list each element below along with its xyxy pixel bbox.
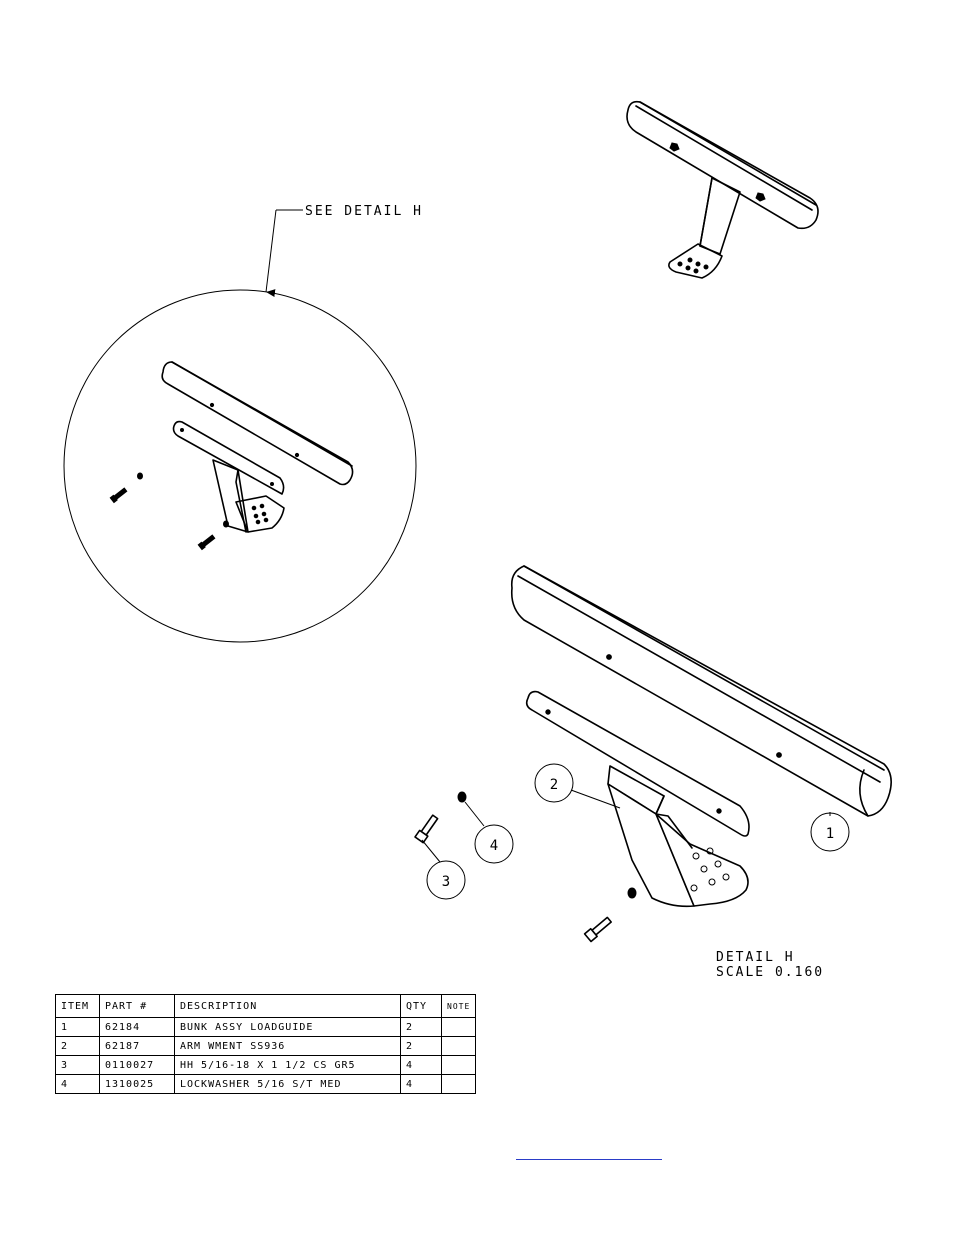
bom-cell-item: 1 bbox=[55, 1017, 100, 1037]
see-detail-callout: SEE DETAIL H bbox=[265, 204, 423, 298]
table-row: 2 62187 ARM WMENT SS936 2 bbox=[55, 1036, 477, 1056]
bom-cell-description: HH 5/16-18 X 1 1/2 CS GR5 bbox=[174, 1055, 401, 1075]
footer-link-underline[interactable] bbox=[516, 1158, 662, 1160]
table-row: 3 0110027 HH 5/16-18 X 1 1/2 CS GR5 4 bbox=[55, 1055, 477, 1075]
table-row: 4 1310025 LOCKWASHER 5/16 S/T MED 4 bbox=[55, 1074, 477, 1094]
bom-cell-item: 4 bbox=[55, 1074, 100, 1094]
balloon-item-3: 3 bbox=[421, 839, 466, 900]
table-row: 1 62184 BUNK ASSY LOADGUIDE 2 bbox=[55, 1017, 477, 1037]
bom-header-description: DESCRIPTION bbox=[174, 994, 401, 1018]
svg-text:3: 3 bbox=[442, 874, 450, 890]
bom-header-qty: QTY bbox=[400, 994, 442, 1018]
bom-cell-note bbox=[440, 1055, 477, 1075]
bom-cell-qty: 2 bbox=[400, 1036, 442, 1056]
bom-cell-part: 0110027 bbox=[99, 1055, 175, 1075]
bom-cell-description: BUNK ASSY LOADGUIDE bbox=[174, 1017, 401, 1037]
detail-h-exploded-view bbox=[414, 565, 892, 943]
bom-cell-part: 62184 bbox=[99, 1017, 175, 1037]
svg-text:2: 2 bbox=[550, 777, 558, 793]
bom-header-note: NOTE bbox=[440, 994, 477, 1018]
bom-cell-note bbox=[440, 1074, 477, 1094]
bom-cell-qty: 4 bbox=[400, 1074, 442, 1094]
bom-cell-part: 62187 bbox=[99, 1036, 175, 1056]
see-detail-text: SEE DETAIL H bbox=[305, 204, 423, 219]
bom-cell-qty: 4 bbox=[400, 1055, 442, 1075]
detail-scale: SCALE 0.160 bbox=[716, 965, 824, 980]
balloon-item-4: 4 bbox=[464, 801, 514, 864]
detail-title: DETAIL H bbox=[716, 950, 795, 965]
balloon-item-1: 1 bbox=[810, 812, 850, 852]
balloon-item-2: 2 bbox=[534, 763, 621, 809]
svg-text:1: 1 bbox=[826, 826, 834, 842]
detail-label: DETAIL H SCALE 0.160 bbox=[716, 950, 824, 980]
bill-of-materials-table: ITEM PART # DESCRIPTION QTY NOTE 1 62184… bbox=[55, 994, 477, 1094]
bom-cell-item: 2 bbox=[55, 1036, 100, 1056]
bom-header-item: ITEM bbox=[55, 994, 100, 1018]
svg-text:4: 4 bbox=[490, 838, 498, 854]
bom-cell-description: ARM WMENT SS936 bbox=[174, 1036, 401, 1056]
detail-circle bbox=[63, 289, 417, 643]
bom-cell-note bbox=[440, 1017, 477, 1037]
bom-cell-part: 1310025 bbox=[99, 1074, 175, 1094]
assembled-view bbox=[626, 100, 819, 279]
bom-cell-item: 3 bbox=[55, 1055, 100, 1075]
bom-header-row: ITEM PART # DESCRIPTION QTY NOTE bbox=[55, 994, 477, 1018]
bom-cell-note bbox=[440, 1036, 477, 1056]
bom-header-part: PART # bbox=[99, 994, 175, 1018]
bom-cell-qty: 2 bbox=[400, 1017, 442, 1037]
bom-cell-description: LOCKWASHER 5/16 S/T MED bbox=[174, 1074, 401, 1094]
